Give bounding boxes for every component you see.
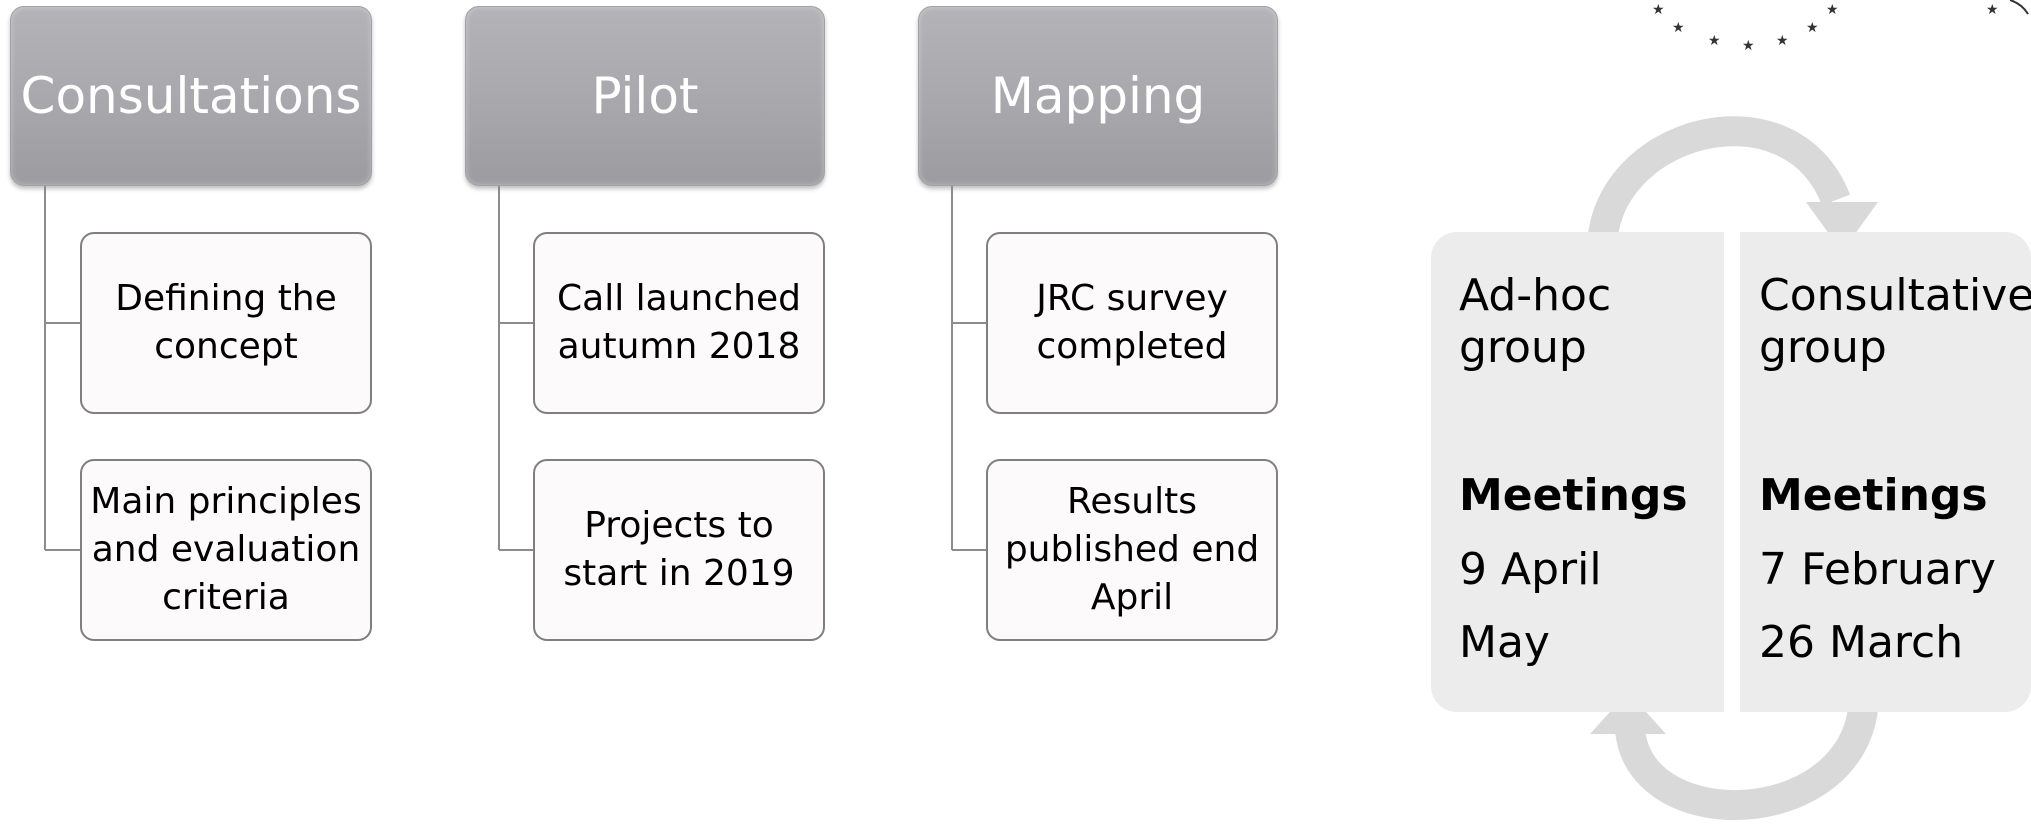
star-icon: ★: [1776, 33, 1789, 49]
header-pilot-label: Pilot: [591, 67, 699, 125]
top-arrowhead-icon: [1806, 202, 1878, 252]
title-line: Consultative: [1759, 270, 2031, 321]
cycle-arrows: [1587, 116, 1879, 821]
adhoc-group-panel: [1431, 232, 1724, 712]
item-main-principles: Main principles and evaluation criteria: [80, 459, 372, 641]
title-line: group: [1459, 322, 1587, 373]
star-icon: ★: [1806, 20, 1819, 36]
connector-consultations: [44, 186, 82, 551]
item-line: criteria: [162, 577, 290, 618]
eu-stars-logo: ★ ★ ★ ★ ★ ★ ★ ★: [1652, 0, 2029, 54]
adhoc-meetings-label: Meetings: [1459, 470, 1688, 521]
item-line: Defining the: [115, 278, 337, 319]
star-icon: ★: [1672, 20, 1685, 36]
header-mapping-label: Mapping: [990, 67, 1206, 125]
adhoc-meeting-date: May: [1459, 617, 1550, 668]
connector-pilot: [498, 186, 537, 551]
adhoc-meeting-date: 9 April: [1459, 544, 1602, 595]
title-line: Ad-hoc: [1459, 270, 1612, 321]
item-projects-start: Projects to start in 2019: [533, 459, 825, 641]
connector-mapping: [951, 186, 990, 551]
consultative-meetings-label: Meetings: [1759, 470, 1988, 521]
item-defining-concept: Defining the concept: [80, 232, 372, 414]
star-icon: ★: [1986, 2, 1999, 18]
star-icon: ★: [1742, 38, 1755, 54]
consultative-group-panel: [1740, 232, 2031, 712]
star-icon: ★: [1652, 2, 1665, 18]
header-consultations: Consultations: [10, 6, 372, 186]
item-line: autumn 2018: [557, 326, 801, 367]
item-jrc-survey: JRC survey completed: [986, 232, 1278, 414]
item-results-published: Results published end April: [986, 459, 1278, 641]
bottom-arrowhead-icon: [1590, 692, 1666, 734]
consultative-group-title: Consultative group: [1759, 270, 2031, 374]
consultative-meeting-date: 7 February: [1759, 544, 1996, 595]
item-line: published end: [1004, 529, 1260, 570]
adhoc-group-title: Ad-hoc group: [1459, 270, 1611, 374]
consultative-meeting-date: 26 March: [1759, 617, 1964, 668]
star-icon: ★: [1826, 2, 1839, 18]
item-line: Projects to: [584, 505, 774, 546]
item-line: completed: [1036, 326, 1228, 367]
item-line: and evaluation: [91, 529, 361, 570]
item-line: Call launched: [557, 278, 801, 319]
item-call-launched: Call launched autumn 2018: [533, 232, 825, 414]
item-line: JRC survey: [1036, 278, 1228, 319]
bottom-cycle-arrow-icon: [1615, 693, 1879, 821]
header-pilot: Pilot: [465, 6, 825, 186]
title-line: group: [1759, 322, 1887, 373]
top-cycle-arrow-icon: [1587, 116, 1850, 251]
star-icon: ★: [1708, 33, 1721, 49]
item-line: start in 2019: [563, 553, 795, 594]
item-line: April: [1090, 577, 1174, 618]
item-line: Main principles: [90, 481, 362, 522]
item-line: concept: [154, 326, 298, 367]
header-consultations-label: Consultations: [20, 67, 362, 125]
header-mapping: Mapping: [918, 6, 1278, 186]
item-line: Results: [1066, 481, 1197, 522]
